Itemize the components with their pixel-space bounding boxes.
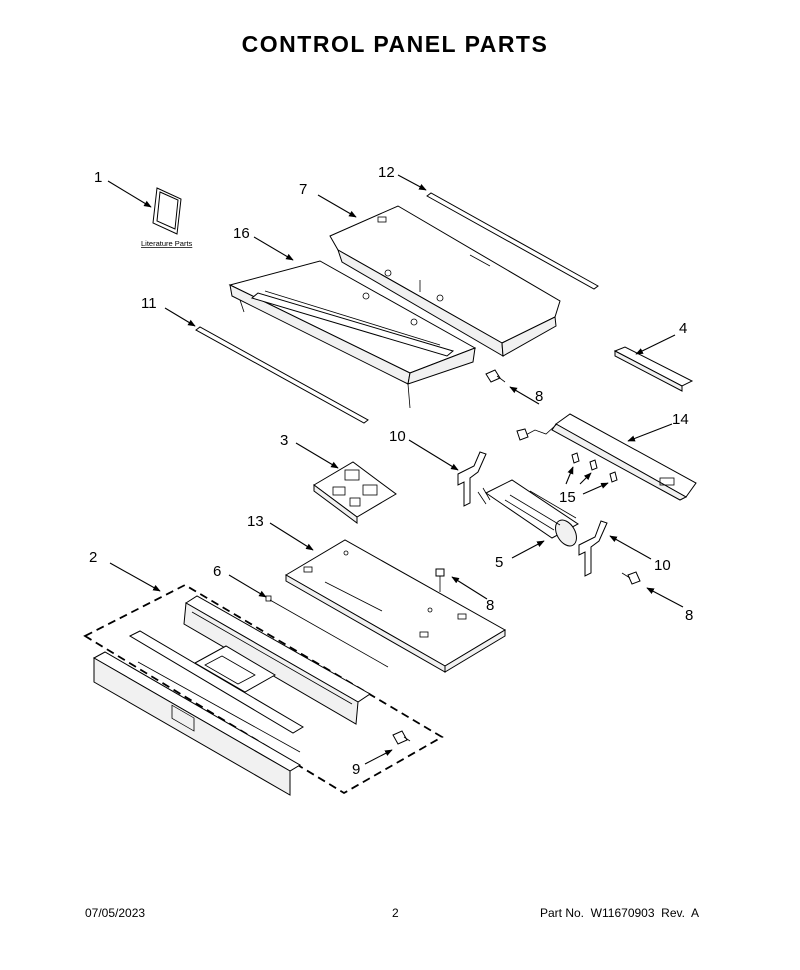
- leader-7: [317, 194, 357, 218]
- strip-11-part: [195, 326, 369, 424]
- callout-2: 2: [89, 549, 97, 566]
- footer-date: 07/05/2023: [85, 906, 146, 920]
- callout-6: 6: [213, 563, 221, 580]
- callout-14: 14: [672, 411, 689, 428]
- leader-8-top: [509, 386, 540, 405]
- bracket-10-right-part: [578, 520, 608, 577]
- bracket-10-left-part: [457, 451, 487, 507]
- leader-8-mid: [451, 576, 488, 600]
- callout-8-right: 8: [685, 607, 693, 624]
- callout-8-mid: 8: [486, 597, 494, 614]
- clips-15-part: [571, 452, 618, 483]
- callout-10-right: 10: [654, 557, 671, 574]
- leader-9: [364, 749, 393, 765]
- screw-8-mid-part: [435, 568, 445, 592]
- rod-6-part: [265, 595, 389, 668]
- leader-16: [253, 236, 294, 261]
- callout-13: 13: [247, 513, 264, 530]
- leader-14: [627, 423, 673, 442]
- leader-15a: [565, 466, 574, 485]
- literature-parts-label: Literature Parts: [141, 239, 193, 248]
- leader-2: [109, 562, 161, 592]
- leader-11: [164, 307, 196, 327]
- callout-15: 15: [559, 489, 576, 506]
- bar-4-part: [613, 346, 694, 392]
- footer-part-number: Part No. W11670903 Rev. A: [540, 906, 699, 920]
- page-title: CONTROL PANEL PARTS: [241, 31, 549, 57]
- top-cover-7-part: [329, 205, 561, 357]
- leader-8-right: [646, 587, 684, 608]
- blower-fan-5-part: [477, 479, 579, 547]
- leader-5: [511, 540, 545, 559]
- literature-booklet-part: [152, 187, 182, 235]
- screw-9-part: [392, 730, 411, 745]
- screw-8-top-part: [485, 369, 506, 383]
- callout-10-left: 10: [389, 428, 406, 445]
- control-board-3-part: [313, 461, 397, 524]
- leader-1: [107, 180, 152, 208]
- leader-15b: [579, 472, 592, 485]
- callout-11: 11: [141, 295, 157, 312]
- callout-7: 7: [299, 181, 307, 198]
- callout-9: 9: [352, 761, 360, 778]
- base-plate-13-part: [285, 539, 506, 673]
- leader-15c: [582, 482, 609, 495]
- leader-13: [269, 522, 314, 551]
- leader-10-right: [609, 535, 652, 560]
- leader-10-left: [408, 439, 459, 471]
- callout-3: 3: [280, 432, 288, 449]
- console-assembly-2-group: [83, 583, 444, 796]
- callout-8-top: 8: [535, 388, 543, 405]
- leader-12: [397, 174, 427, 191]
- leader-6: [228, 574, 267, 598]
- leader-4: [635, 334, 676, 355]
- leader-3: [295, 442, 339, 469]
- strip-12-part: [426, 192, 599, 290]
- screw-8-right-part: [621, 571, 641, 585]
- footer-page-number: 2: [392, 906, 399, 920]
- bracket-rail-14-part: [516, 413, 697, 501]
- callout-16: 16: [233, 225, 250, 242]
- callout-5: 5: [495, 554, 503, 571]
- callout-1: 1: [94, 169, 102, 186]
- panel-housing-16-part: [228, 260, 477, 409]
- callout-12: 12: [378, 164, 395, 181]
- callout-4: 4: [679, 320, 687, 337]
